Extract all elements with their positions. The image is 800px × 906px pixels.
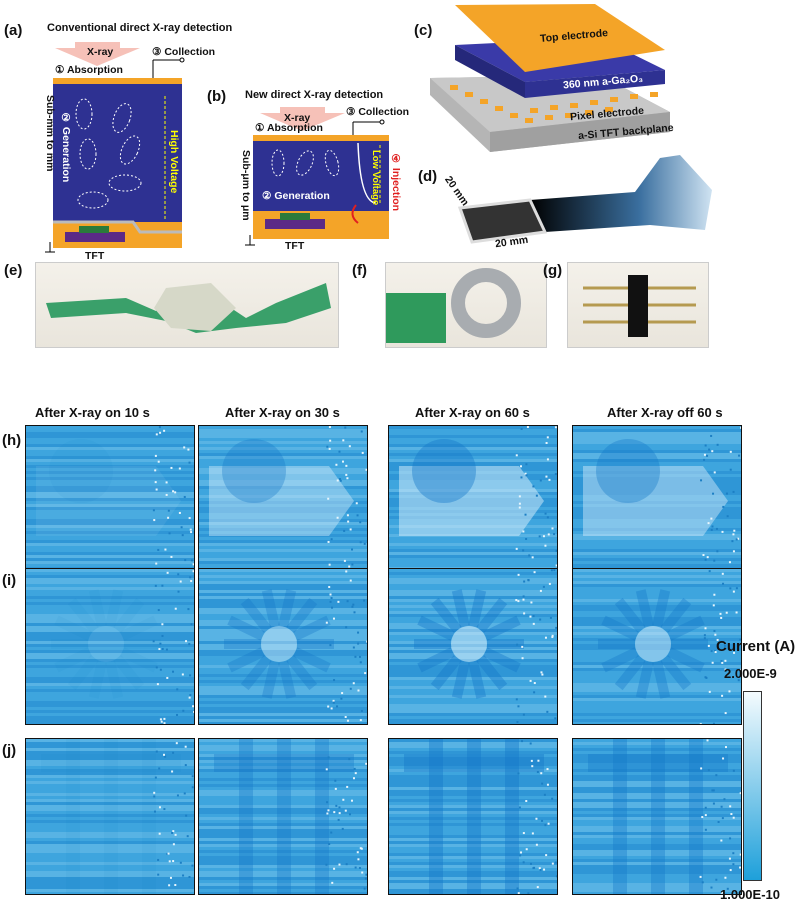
voltage-label-b: Low Voltage xyxy=(370,150,381,206)
panel-e-label: (e) xyxy=(4,262,23,279)
heatmap-pin-header-4 xyxy=(572,738,742,895)
heatmap-coil-2 xyxy=(198,568,368,725)
xray-label-b: X-ray xyxy=(284,112,311,124)
heatmap-pin-header-1 xyxy=(25,738,195,895)
colorbar-max-label: 2.000E-9 xyxy=(724,666,777,681)
device-stack-3d xyxy=(430,4,670,152)
row-label-h: (h) xyxy=(2,432,22,449)
colorbar-min-label: 1.000E-10 xyxy=(720,887,780,902)
collection-label: ③ Collection xyxy=(152,46,216,58)
photo-coil xyxy=(385,262,547,348)
collection-label-b: ③ Collection xyxy=(346,106,410,118)
heatmap-coil-1 xyxy=(25,568,195,725)
thickness-label-b: Sub-μm to μm xyxy=(240,150,252,221)
panel-f-label: (f) xyxy=(352,262,367,279)
heatmap-nut-2 xyxy=(198,425,368,582)
heatmap-nut-4 xyxy=(572,425,742,582)
photo-pin-header xyxy=(567,262,709,348)
absorption-label: ① Absorption xyxy=(55,64,123,76)
detector-photo xyxy=(457,155,712,244)
column-header: After X-ray off 60 s xyxy=(607,405,723,420)
heatmap-coil-4 xyxy=(572,568,742,725)
generation-label-b: ② Generation xyxy=(262,190,330,202)
tft-label-b: TFT xyxy=(285,240,305,252)
absorption-label-b: ① Absorption xyxy=(255,122,323,134)
new-detector-diagram xyxy=(245,107,389,246)
colorbar xyxy=(743,691,762,881)
column-header: After X-ray on 10 s xyxy=(35,405,150,420)
heatmap-nut-3 xyxy=(388,425,558,582)
photo-nut-in-foil xyxy=(35,262,339,348)
tft-label: TFT xyxy=(85,250,105,262)
column-header: After X-ray on 30 s xyxy=(225,405,340,420)
panel-b-label: (b) xyxy=(207,88,227,105)
heatmap-pin-header-3 xyxy=(388,738,558,895)
heatmap-nut-1 xyxy=(25,425,195,582)
row-label-i: (i) xyxy=(2,572,17,589)
xray-arrow-icon xyxy=(55,42,140,66)
panel-a-label: (a) xyxy=(4,22,23,39)
panel-b-title: New direct X-ray detection xyxy=(245,89,384,101)
panel-c-label: (c) xyxy=(414,22,433,39)
xray-arrow-icon xyxy=(260,107,345,131)
thickness-label: Sub-mm to mm xyxy=(44,95,56,172)
row-label-j: (j) xyxy=(2,742,17,759)
xray-label: X-ray xyxy=(87,46,114,58)
voltage-label: High Voltage xyxy=(168,130,180,194)
heatmap-pin-header-2 xyxy=(198,738,368,895)
injection-label: ④ Injection xyxy=(390,153,402,212)
generation-label: ② Generation xyxy=(60,112,72,183)
panel-d-label: (d) xyxy=(418,168,438,185)
panel-g-label: (g) xyxy=(543,262,563,279)
column-header: After X-ray on 60 s xyxy=(415,405,530,420)
panel-a-title: Conventional direct X-ray detection xyxy=(47,22,233,34)
conventional-detector-diagram xyxy=(45,42,185,253)
colorbar-title: Current (A) xyxy=(716,638,796,655)
heatmap-coil-3 xyxy=(388,568,558,725)
